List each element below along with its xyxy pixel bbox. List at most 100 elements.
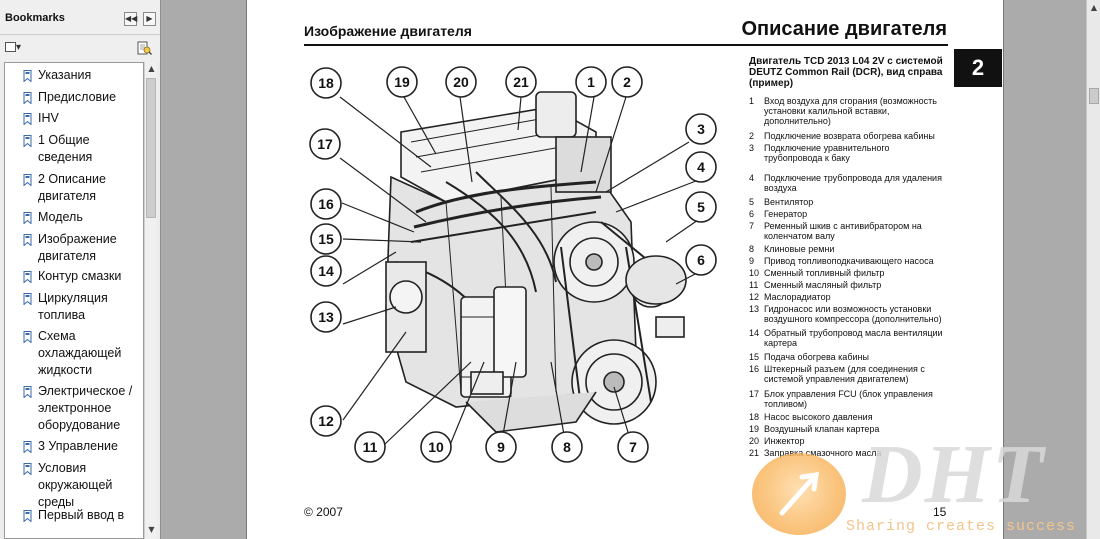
legend-number: 1 (749, 96, 755, 106)
watermark-badge (752, 453, 846, 535)
legend-text: Подключение уравнительного трубопровода … (764, 143, 890, 163)
header-rule (304, 44, 948, 46)
bookmark-label: Контур смазки (38, 269, 122, 283)
document-scrollbar[interactable]: ▲ (1086, 0, 1100, 539)
bookmark-label: Циркуляция топлива (38, 291, 108, 322)
callout-9: 9 (497, 439, 505, 455)
bookmark-label: 3 Управление (38, 439, 118, 453)
bookmark-icon (23, 113, 32, 125)
bookmark-icon (23, 92, 32, 104)
legend-text: Подача обогрева кабины (764, 352, 869, 362)
bookmarks-title: Bookmarks (5, 12, 65, 24)
callout-11: 11 (363, 439, 378, 455)
legend-text: Сменный масляный фильтр (764, 280, 882, 290)
bookmark-label: Первый ввод в (38, 508, 125, 522)
callout-6: 6 (697, 252, 705, 268)
bookmark-icon (23, 331, 32, 343)
legend-number: 9 (749, 256, 755, 266)
bookmark-icon (23, 174, 32, 186)
callout-5: 5 (697, 199, 705, 215)
engine-drawing (385, 91, 687, 433)
section-header: Изображение двигателя (304, 23, 472, 39)
legend-text: Инжектор (764, 436, 805, 446)
bookmarks-scroll-thumb[interactable] (146, 78, 156, 218)
bookmarks-header: Bookmarks ◀◀ ▶ (0, 0, 160, 35)
legend-number: 16 (749, 364, 760, 374)
legend-number: 18 (749, 412, 760, 422)
legend-text: Подключение возврата обогрева кабины (764, 131, 935, 141)
chapter-tab: 2 (954, 49, 1002, 87)
callout-20: 20 (453, 74, 469, 90)
callout-7: 7 (629, 439, 637, 455)
legend-number: 5 (749, 197, 755, 207)
bookmarks-scrollbar[interactable]: ▲ ▼ (144, 62, 157, 539)
figure-caption: Двигатель TCD 2013 L04 2V с системой DEU… (749, 56, 943, 89)
scroll-up-icon[interactable]: ▲ (1090, 3, 1098, 12)
watermark-logo: DHT (862, 428, 1046, 521)
bookmark-options-button[interactable]: ▾ (5, 42, 27, 56)
bookmark-icon (23, 212, 32, 224)
bookmark-label: 2 Описание двигателя (38, 172, 106, 203)
legend-number: 20 (749, 436, 760, 446)
callout-10: 10 (428, 439, 444, 455)
scroll-down-icon[interactable]: ▼ (148, 525, 155, 534)
legend-number: 15 (749, 352, 760, 362)
panel-menu-icon[interactable]: ▶ (143, 12, 156, 26)
legend-number: 7 (749, 221, 755, 231)
legend-text: Ременный шкив с антивибратором на коленч… (764, 221, 922, 241)
bookmark-label: IHV (38, 111, 59, 125)
legend-text: Гидронасос или возможность установки воз… (764, 304, 942, 324)
bookmark-icon (23, 441, 32, 453)
bookmarks-toolbar: ▾ (0, 36, 160, 62)
bookmark-icon (23, 234, 32, 246)
document-scroll-thumb[interactable] (1089, 88, 1099, 104)
bookmark-label: Предисловие (38, 90, 117, 104)
legend-text: Генератор (764, 209, 808, 219)
callout-13: 13 (318, 309, 334, 325)
callout-18: 18 (318, 75, 334, 91)
callout-15: 15 (318, 231, 334, 247)
legend-number: 10 (749, 268, 760, 278)
callout-14: 14 (318, 263, 334, 279)
bookmark-icon (23, 510, 32, 522)
scroll-up-icon[interactable]: ▲ (148, 64, 155, 73)
callout-12: 12 (318, 413, 334, 429)
page-number: 15 (933, 505, 947, 519)
callout-17: 17 (317, 136, 333, 152)
bookmark-icon (23, 293, 32, 305)
callout-4: 4 (697, 159, 705, 175)
legend-number: 13 (749, 304, 760, 314)
callout-21: 21 (513, 74, 529, 90)
legend-number: 14 (749, 328, 760, 338)
legend-text: Вентилятор (764, 197, 814, 207)
legend-number: 4 (749, 173, 755, 183)
engine-diagram: 18 19 20 21 1 2 3 4 5 6 17 16 15 14 13 1… (309, 66, 717, 463)
callout-leaders (339, 96, 702, 447)
collapse-panel-icon[interactable]: ◀◀ (124, 12, 137, 26)
legend-number: 2 (749, 131, 755, 141)
legend-text: Обратный трубопровод масла вентиляции ка… (764, 328, 943, 348)
bookmark-icon (23, 463, 32, 475)
legend-number: 17 (749, 389, 760, 399)
legend-number: 19 (749, 424, 760, 434)
bookmark-icon (23, 70, 32, 82)
legend-text: Маслорадиатор (764, 292, 831, 302)
legend-text: Блок управления FCU (блок управления топ… (764, 389, 933, 409)
find-bookmark-icon[interactable] (137, 41, 152, 56)
legend-text: Заправка смазочного масла (764, 448, 882, 458)
legend-number: 21 (749, 448, 760, 458)
bookmark-label: Схема охлаждающей жидкости (38, 329, 122, 377)
legend-text: Штекерный разъем (для соединения с систе… (764, 364, 925, 384)
callout-19: 19 (394, 74, 410, 90)
watermark-arrow-icon (779, 472, 819, 516)
legend-text: Вход воздуха для сгорания (возможность у… (764, 96, 937, 126)
copyright: © 2007 (304, 505, 343, 519)
bookmark-label: Указания (38, 68, 92, 82)
bookmark-icon (23, 386, 32, 398)
legend-text: Насос высокого давления (764, 412, 873, 422)
callout-3: 3 (697, 121, 705, 137)
legend-text: Клиновые ремни (764, 244, 835, 254)
callout-circles (309, 66, 717, 463)
callout-1: 1 (587, 74, 595, 90)
